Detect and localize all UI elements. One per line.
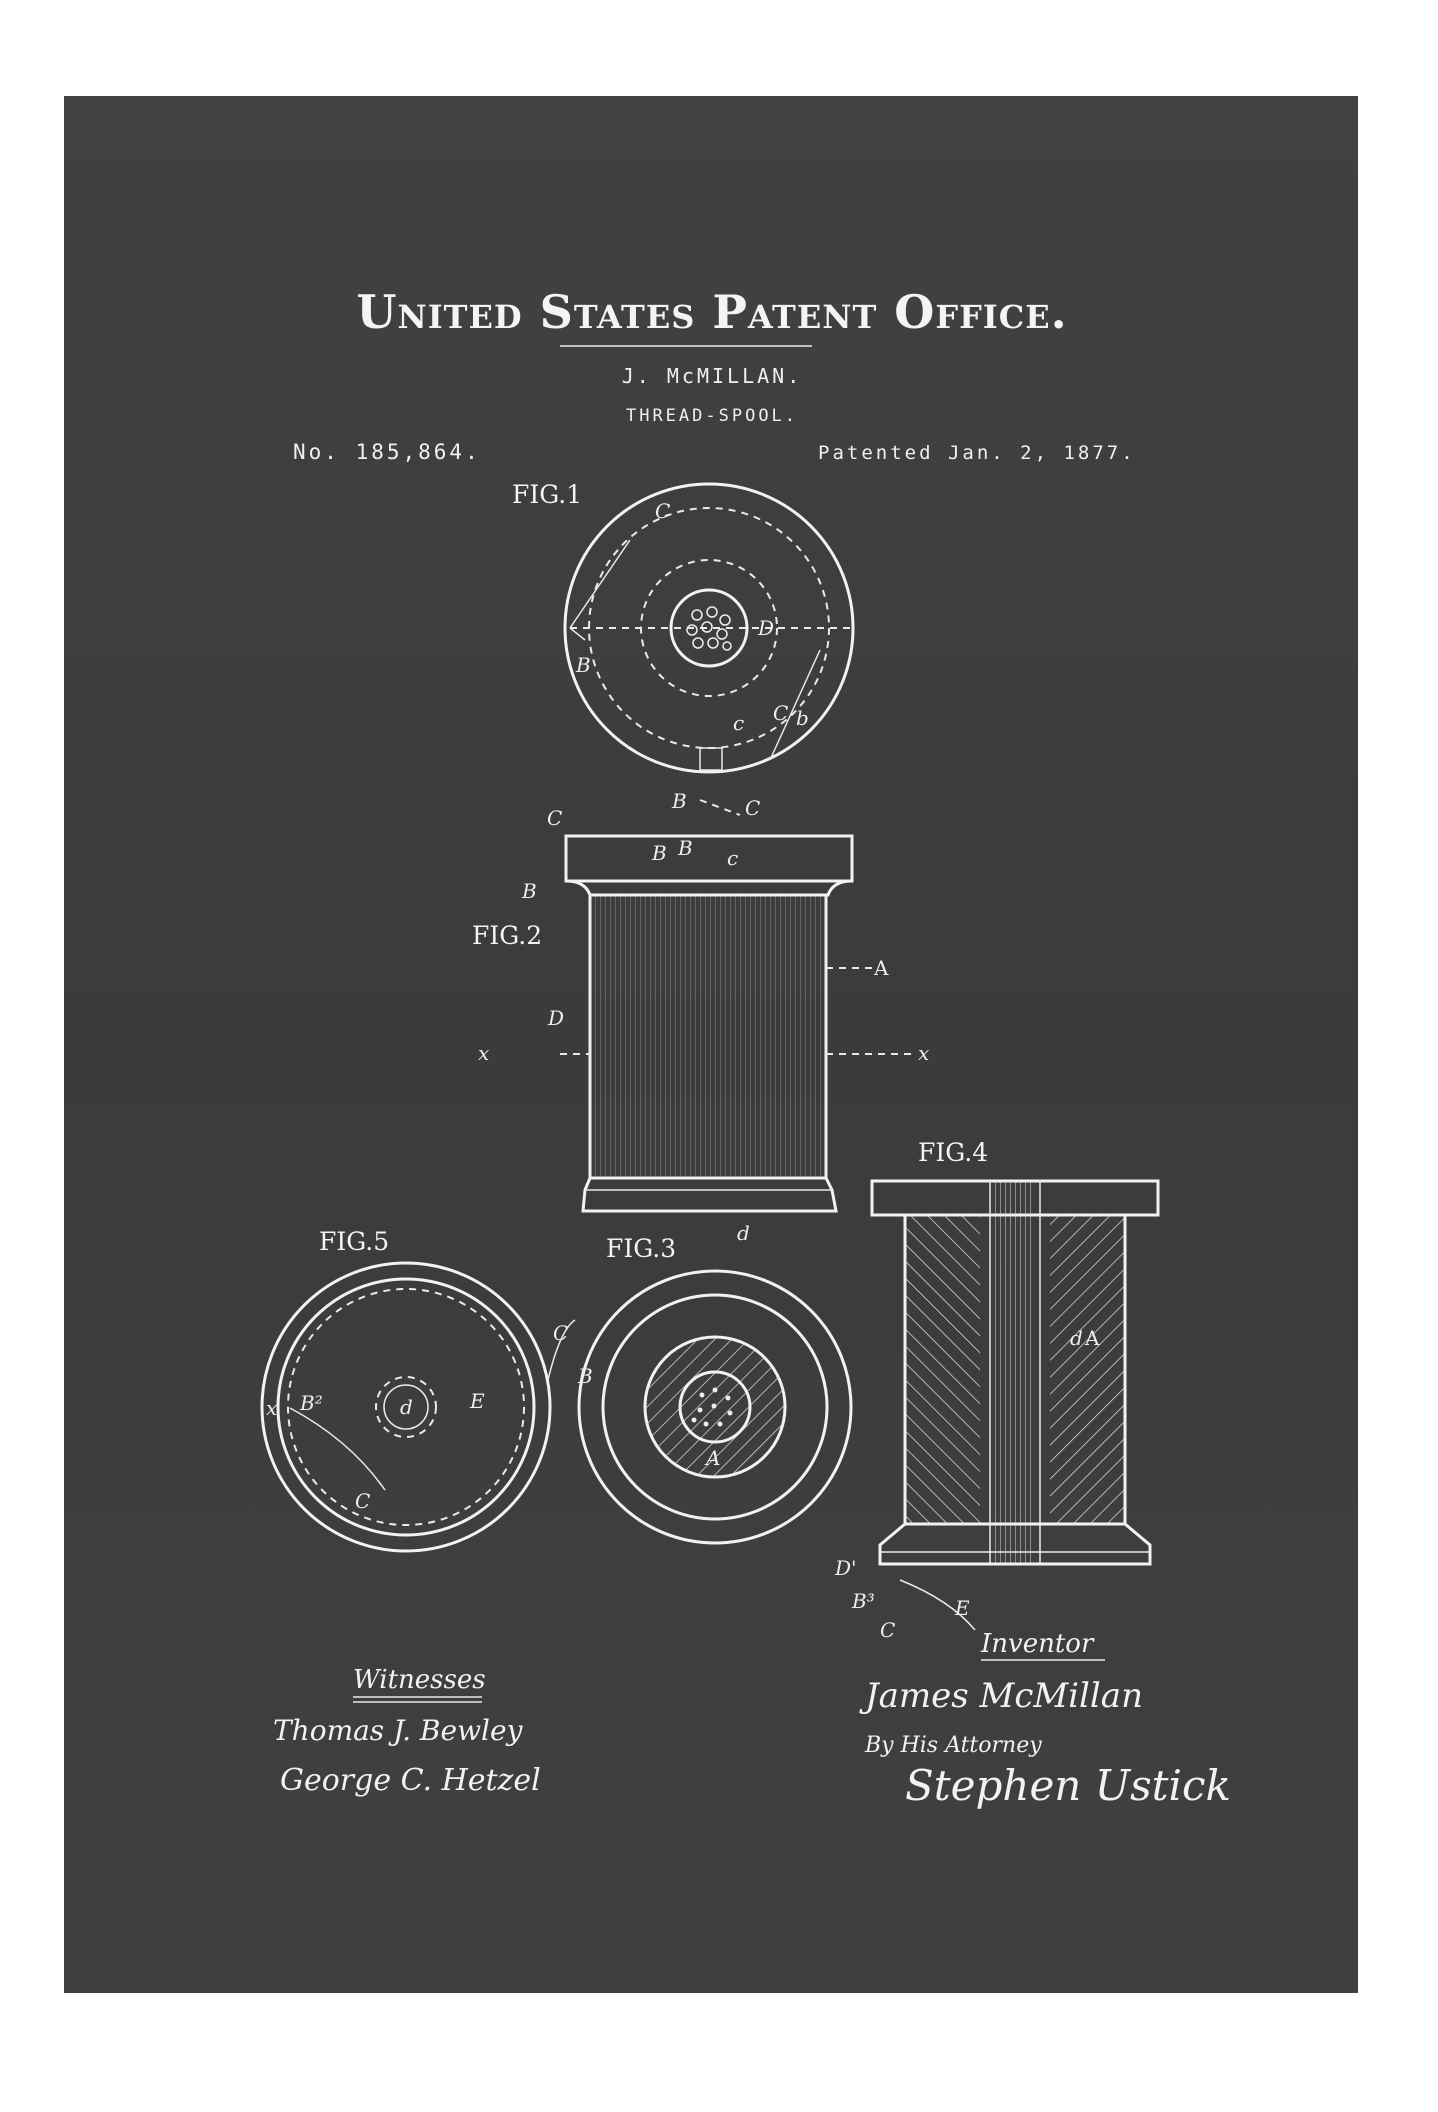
witnesses-heading: Witnesses (353, 1665, 486, 1695)
label-d: D (757, 616, 774, 640)
label-b: B (677, 836, 693, 860)
label-d: D (547, 1006, 564, 1030)
label-b: B (575, 653, 591, 677)
witness-1-signature: Thomas J. Bewley (273, 1714, 524, 1747)
patent-number: No. 185,864. (293, 440, 481, 464)
office-heading: United States Patent Office. (356, 285, 1067, 339)
inventor-name: J. McMILLAN. (622, 364, 803, 388)
label-c: C (355, 1489, 370, 1513)
label-b: B (651, 841, 667, 865)
label-b: B (521, 879, 537, 903)
label-b: B (577, 1364, 593, 1388)
figure-3-label: FIG.3 (606, 1234, 676, 1263)
label-c-small: c (727, 846, 738, 870)
patent-title: THREAD-SPOOL. (626, 406, 798, 426)
label-d-small: d (737, 1221, 750, 1245)
figure-2-label: FIG.2 (472, 921, 542, 950)
label-a: A (873, 956, 889, 980)
label-c: C (880, 1618, 895, 1642)
attorney-signature: Stephen Ustick (905, 1761, 1231, 1810)
label-d-prime: D' (834, 1556, 857, 1580)
label-d: d (1070, 1326, 1083, 1350)
attorney-prefix: By His Attorney (864, 1733, 1042, 1758)
label-c: C (553, 1321, 568, 1345)
inventor-heading: Inventor (980, 1629, 1095, 1659)
figure-4-label: FIG.4 (918, 1138, 988, 1167)
label-c: C (547, 806, 562, 830)
label-b2: B² (299, 1391, 323, 1415)
label-d: d (400, 1395, 413, 1419)
label-b-small: b (796, 706, 809, 730)
inventor-signature: James McMillan (859, 1676, 1143, 1716)
label-b3: B³ (851, 1589, 875, 1613)
label-x: x (918, 1041, 929, 1065)
label-a: A (704, 1446, 720, 1470)
patent-date: Patented Jan. 2, 1877. (818, 442, 1136, 464)
label-c: C (655, 499, 670, 523)
figure-5-label: FIG.5 (319, 1227, 389, 1256)
label-x: x (266, 1396, 277, 1420)
label-c-right: C (773, 701, 788, 725)
label-b: B (671, 789, 687, 813)
label-x: x (478, 1041, 489, 1065)
label-c-small: c (733, 711, 744, 735)
label-a: A (1084, 1326, 1100, 1350)
witness-2-signature: George C. Hetzel (280, 1763, 541, 1798)
label-c: C (745, 796, 760, 820)
figure-1-label: FIG.1 (512, 480, 582, 509)
label-e: E (469, 1389, 485, 1413)
